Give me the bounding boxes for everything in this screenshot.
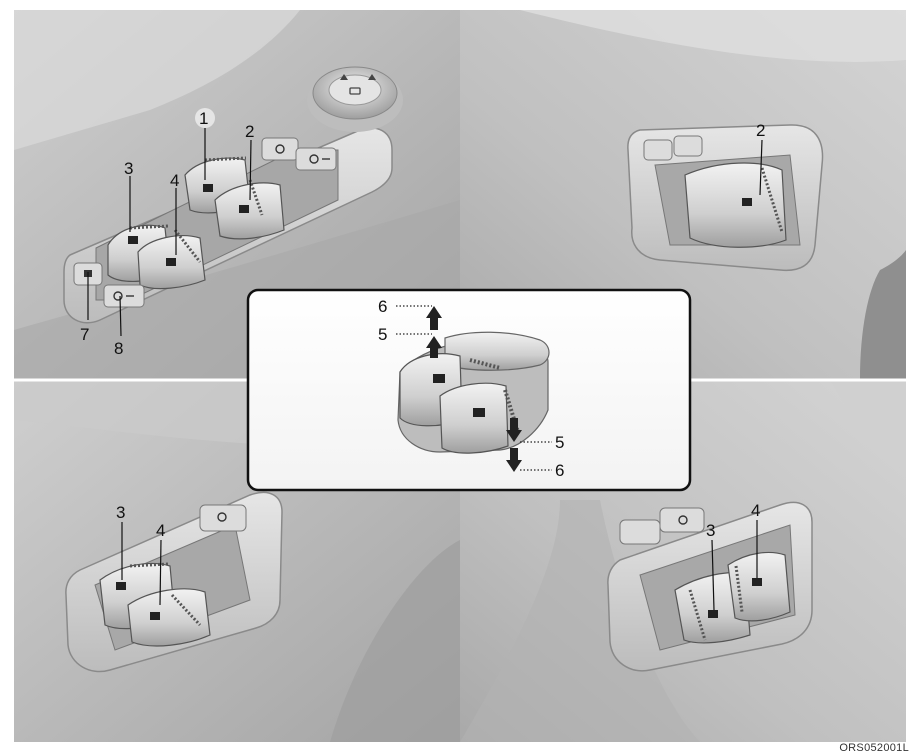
callout-rear-right-4: 4 [751,501,760,520]
rear-left-window-switch [94,504,251,651]
arrow-down-icon [506,418,522,472]
rear-left-door-panel [14,380,460,742]
callout-passenger-2: 2 [756,121,765,140]
figure-code: ORS052001L [839,742,909,754]
callout-driver-3: 3 [124,159,133,178]
inset-operation-detail [246,288,692,492]
callout-rear-right-3: 3 [706,521,715,540]
callout-inset-6-down: 6 [555,461,564,480]
callout-driver-4: 4 [170,171,179,190]
mirror-control-knob [307,66,403,132]
callout-labels: 1 2 3 4 7 8 2 6 5 5 6 3 4 3 4 [80,108,765,540]
callout-driver-7: 7 [80,325,89,344]
driver-window-switch-cluster [73,137,339,308]
arrow-up-icon [426,306,442,358]
callout-driver-1: 1 [199,109,208,128]
callout-inset-5-up: 5 [378,325,387,344]
callout-inset-6-up: 6 [378,297,387,316]
rear-right-window-switch [619,507,796,651]
callout-rear-left-3: 3 [116,503,125,522]
callout-driver-2: 2 [245,122,254,141]
callout-driver-8: 8 [114,339,123,358]
callout-inset-5-down: 5 [555,433,564,452]
callout-rear-left-4: 4 [156,521,165,540]
